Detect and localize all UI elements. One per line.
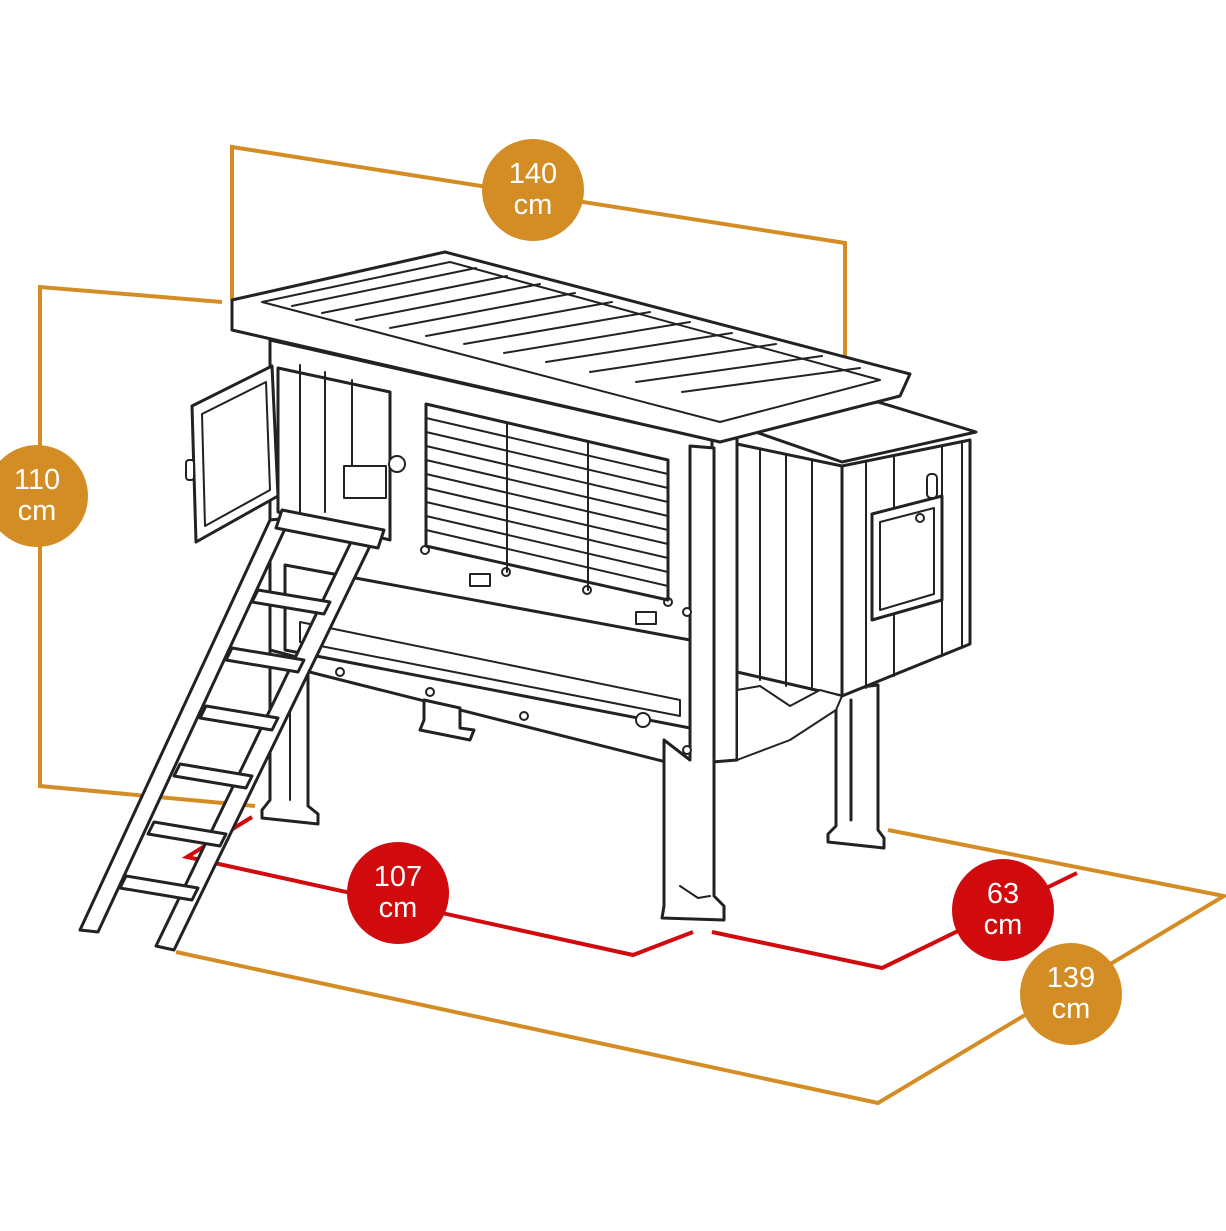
badge-depth-circle (1020, 943, 1122, 1045)
dimension-badges (0, 139, 1122, 1045)
badge-height-circle (0, 445, 88, 547)
inner-depth-value: 63 (986, 877, 1020, 910)
height-unit: cm (17, 495, 57, 527)
badge-depth: 139 cm (1020, 943, 1122, 1045)
badge-width: 140 cm (482, 139, 584, 241)
center-support (418, 698, 476, 742)
badge-width-circle (482, 139, 584, 241)
badge-inner-width-circle (347, 842, 449, 944)
leg-back-right (826, 683, 886, 850)
height-dimension-line (38, 284, 256, 808)
depth-value: 139 (1046, 961, 1096, 994)
inner-width-unit: cm (378, 892, 418, 924)
badge-height: 110 cm (0, 445, 88, 547)
ventilation-grille (420, 402, 673, 625)
badge-inner-depth: 63 cm (952, 859, 1054, 961)
ladder (78, 508, 386, 952)
inner-width-value: 107 (373, 860, 423, 893)
depth-unit: cm (1051, 993, 1091, 1025)
roof (230, 250, 912, 444)
badge-inner-width: 107 cm (347, 842, 449, 944)
height-value: 110 (13, 463, 61, 496)
badge-inner-depth-circle (952, 859, 1054, 961)
coop-side-door (185, 364, 280, 544)
nest-box (735, 400, 978, 698)
coop-illustration (78, 250, 978, 952)
width-value: 140 (508, 157, 558, 190)
leg-front-right (660, 444, 726, 922)
inner-depth-unit: cm (983, 909, 1023, 941)
width-unit: cm (513, 189, 553, 221)
